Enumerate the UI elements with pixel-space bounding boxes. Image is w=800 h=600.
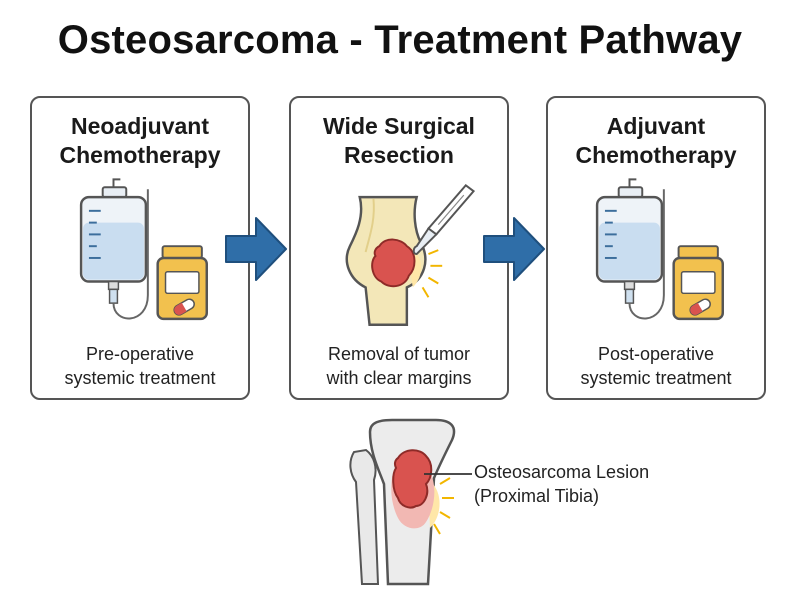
step-caption: Pre-operative systemic treatment xyxy=(64,344,216,388)
iv-bag-icon xyxy=(79,178,149,320)
knee-bone-with-scalpel-icon xyxy=(345,183,476,326)
tumor-icon xyxy=(392,449,433,509)
step-adjuvant-chemotherapy: Adjuvant Chemotherapy P xyxy=(546,96,766,400)
iv-bag-and-pill-bottle-icon xyxy=(79,178,208,321)
tibia-lesion-illustration xyxy=(349,418,472,586)
lesion-label: Osteosarcoma Lesion (Proximal Tibia) xyxy=(474,462,650,506)
fibula-bone-icon xyxy=(349,448,380,585)
pill-bottle-icon xyxy=(672,245,724,321)
iv-bag-and-pill-bottle-icon xyxy=(595,178,724,321)
step-caption: Post-operative systemic treatment xyxy=(580,344,732,388)
sunburst-glow-icon xyxy=(433,477,454,535)
step-title: Adjuvant Chemotherapy xyxy=(575,113,737,168)
scalpel-icon xyxy=(412,183,476,256)
pill-bottle-icon xyxy=(156,245,208,321)
step-neoadjuvant-chemotherapy: Neoadjuvant Chemotherapy xyxy=(30,96,250,400)
iv-bag-icon xyxy=(595,178,665,320)
step-title: Wide Surgical Resection xyxy=(323,113,475,168)
step-title: Neoadjuvant Chemotherapy xyxy=(59,113,221,168)
arrow-right-icon xyxy=(483,217,545,281)
step-wide-surgical-resection: Wide Surgical Resection Removal of tumor… xyxy=(289,96,509,400)
arrow-right-icon xyxy=(225,217,287,281)
step-caption: Removal of tumor with clear margins xyxy=(326,344,472,388)
page-title: Osteosarcoma - Treatment Pathway xyxy=(57,18,743,62)
tumor-icon xyxy=(371,238,416,288)
